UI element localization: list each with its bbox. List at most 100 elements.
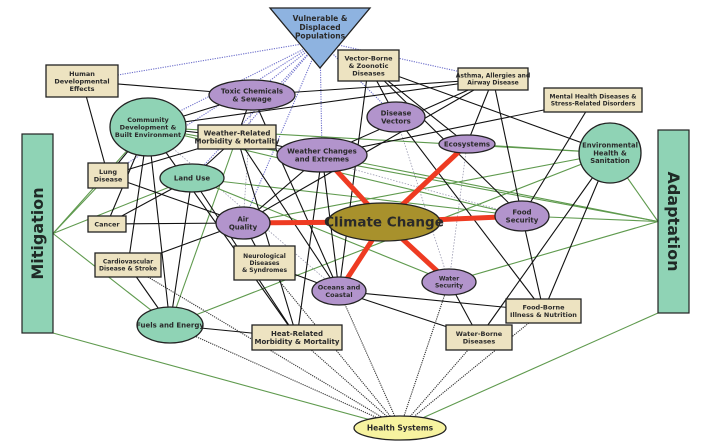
waterborne-label: Diseases [463, 338, 496, 346]
grey-edge-vectors-water [395, 116, 450, 283]
heat-shape [251, 324, 343, 351]
vectorborne-label: Vector-Borne [344, 54, 393, 62]
black-edge-food-foodborne [521, 215, 545, 312]
healthsys-edge-healthsys-oceans [338, 290, 401, 429]
weather-label: Weather Changes [287, 147, 357, 155]
node-cancer: Cancer [87, 215, 127, 233]
green-edge-adaptation-healthsys [399, 312, 659, 429]
black-edge-weathermorb-heat [236, 136, 298, 338]
toxic-shape [208, 79, 296, 111]
landuse-shape [159, 163, 225, 193]
cancer-shape [87, 215, 127, 233]
foodborne-label: Food-Borne [522, 304, 565, 312]
envhealth-label: Environmental [582, 142, 638, 150]
foodborne-label: Illness & Nutrition [510, 311, 577, 319]
mitigation-shape [21, 133, 54, 334]
humandev-label: Developmental [54, 77, 109, 85]
healthsys-label: Health Systems [367, 424, 434, 433]
neuro-label: Diseases [250, 260, 280, 267]
community-label: Community [127, 116, 169, 124]
black-edge-weather-heat [296, 154, 323, 338]
heat-label: Heat-Related [271, 330, 323, 338]
healthsys-edge-healthsys-heat [296, 337, 401, 429]
water-label: Water [439, 276, 459, 283]
green-edge-adaptation-water [448, 220, 659, 283]
node-climate: Climate Change [324, 202, 444, 242]
neuro-label: & Syndromes [242, 267, 288, 274]
waterborne-shape [445, 324, 513, 351]
heat-label: Morbidity & Mortality [255, 338, 340, 346]
blue-edge-vulnerable-humandev [81, 40, 321, 82]
black-edge-waterborne-envhealth [478, 152, 611, 338]
black-edge-vectorborne-oceans [338, 65, 370, 292]
lung-label: Disease [94, 176, 123, 184]
waterborne-label: Water-Borne [456, 330, 503, 338]
black-edge-asthma-food [492, 78, 523, 217]
weather-shape [276, 137, 368, 173]
vulnerable-label: Displaced [299, 23, 340, 32]
mental-label: Mental Health Diseases & [549, 94, 636, 101]
node-adaptation: Adaptation [657, 129, 690, 314]
vulnerable-shape [268, 7, 372, 70]
adaptation-shape [657, 129, 690, 314]
black-edge-community-fuels [147, 126, 171, 326]
vectors-label: Disease [381, 109, 412, 117]
cancer-label: Cancer [94, 220, 120, 228]
humandev-label: Human [69, 70, 95, 78]
oceans-label: Oceans and [318, 284, 361, 292]
lung-label: Lung [99, 168, 117, 176]
neuro-shape [233, 245, 296, 281]
airq-label: Air [237, 215, 249, 223]
grey-edge-toxic-airq [242, 94, 253, 224]
node-mitigation: Mitigation [21, 133, 54, 334]
node-ecosystems: Ecosystems [438, 134, 496, 154]
healthsys-edge-healthsys-water [399, 281, 450, 429]
humandev-label: Effects [70, 85, 95, 93]
envhealth-shape [578, 122, 642, 184]
black-edge-weathermorb-oceans [236, 136, 340, 292]
node-mental: Mental Health Diseases &Stress-Related D… [543, 87, 643, 113]
climate-shape [327, 202, 441, 242]
landuse-label: Land Use [174, 174, 210, 182]
mitigation-label: Mitigation [28, 187, 47, 279]
cardio-label: Disease & Stroke [99, 266, 157, 273]
healthsys-edge-healthsys-waterborne [399, 337, 480, 429]
envhealth-label: Health & [593, 149, 627, 157]
toxic-label: & Sewage [232, 95, 272, 103]
vectors-shape [366, 101, 426, 133]
community-label: Built Environment [115, 131, 181, 139]
asthma-shape [457, 67, 529, 91]
healthsys-shape [353, 415, 447, 441]
climate-label: Climate Change [324, 215, 444, 231]
green-edge-mitigation-fuels [52, 233, 171, 326]
humandev-shape [45, 64, 119, 98]
black-edge-asthma-airq [242, 78, 494, 224]
community-shape [109, 97, 187, 157]
weather-label: and Extremes [295, 155, 349, 163]
healthsys-edge-healthsys-foodborne [399, 310, 544, 429]
weathermorb-label: Morbidity & Mortality [195, 137, 280, 145]
weathermorb-label: Weather-Related [204, 129, 271, 137]
ecosystems-label: Ecosystems [444, 140, 490, 148]
airq-label: Quality [229, 223, 258, 231]
fuels-label: Fuels and Energy [136, 321, 204, 329]
food-label: Food [512, 208, 531, 216]
water-label: Security [435, 283, 463, 290]
mental-shape [543, 87, 643, 113]
vectors-label: Vectors [381, 117, 411, 125]
node-landuse: Land Use [159, 163, 225, 193]
cardio-label: Cardiovascular [103, 259, 153, 266]
water-shape [421, 268, 477, 296]
